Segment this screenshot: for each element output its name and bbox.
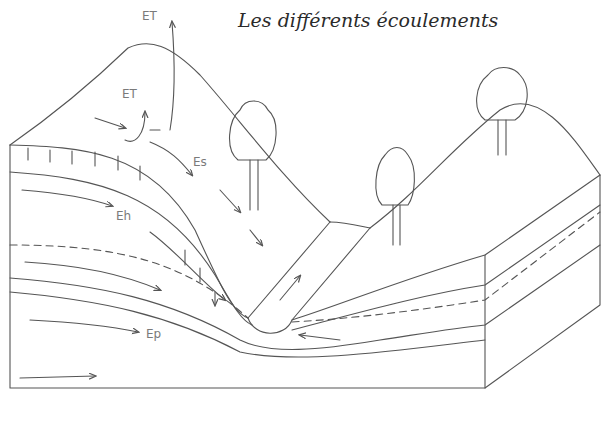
groundwater-flow-arrow <box>300 335 340 340</box>
subsurface-flow-arrow <box>150 232 225 300</box>
surface-flow-arrow <box>95 118 125 128</box>
valley-line <box>248 222 330 318</box>
ground-profile <box>10 145 248 318</box>
soil-layer <box>292 205 600 330</box>
flow-label: Ep <box>146 328 161 341</box>
et-arrow <box>125 112 145 141</box>
tree <box>376 148 415 246</box>
aquifer-base <box>10 292 485 357</box>
surface-flow-arrow <box>150 142 192 175</box>
surface-flow-arrow <box>220 190 240 212</box>
flow-label: Es <box>193 156 207 169</box>
surface-flow-arrow <box>250 230 262 245</box>
tree <box>477 68 528 156</box>
valley-line <box>330 222 370 228</box>
river-flow-arrow <box>280 276 300 300</box>
block-outline <box>10 145 600 388</box>
water-table <box>10 212 600 322</box>
tree <box>230 101 277 210</box>
flow-label: Eh <box>116 210 131 223</box>
infiltration-arrow <box>28 148 215 305</box>
aquifer-base <box>10 245 600 349</box>
diagram-title: Les différents écoulements <box>238 10 498 31</box>
subsurface-flow-arrow <box>22 190 112 206</box>
ridge-line <box>10 44 330 222</box>
groundwater-flow-arrow <box>20 376 95 378</box>
groundwater-flow-arrow <box>30 320 138 332</box>
et-arrow <box>170 22 174 130</box>
flow-label: ET <box>142 10 157 23</box>
block-edge <box>484 255 485 388</box>
groundwater-flow-arrow <box>25 262 160 290</box>
soil-layer <box>10 172 252 325</box>
et-arrow <box>150 129 160 130</box>
flow-label: ET <box>122 88 137 101</box>
hill-line <box>370 104 600 228</box>
